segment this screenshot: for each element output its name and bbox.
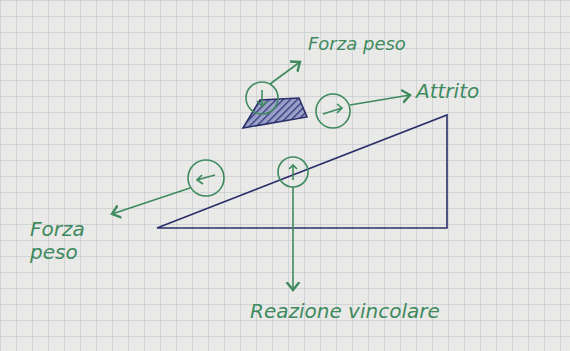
force-label: Forza peso [308, 34, 406, 55]
force-circle [278, 157, 308, 187]
force-circle [246, 82, 278, 114]
arrow-symbol [257, 90, 267, 106]
force-label: Reazione vincolare [250, 300, 440, 323]
force-label: Attrito [416, 80, 479, 103]
arrow-symbol [323, 104, 342, 114]
inclined-plane [157, 115, 447, 228]
arrow-symbol [289, 165, 297, 180]
leader-line [270, 62, 300, 84]
force-circle [188, 160, 224, 196]
arrow-symbol [197, 175, 215, 184]
block [243, 98, 307, 128]
force-circle [316, 94, 350, 128]
leader-line [112, 188, 190, 214]
force-label: Forza peso [30, 218, 102, 264]
leader-line [350, 95, 410, 105]
leader-line [292, 187, 294, 290]
